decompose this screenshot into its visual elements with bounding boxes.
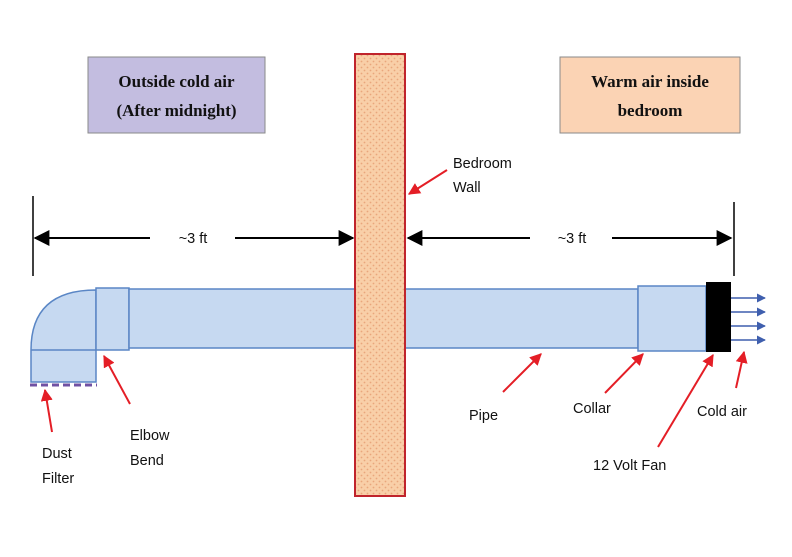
fan — [706, 282, 731, 352]
outside-pipe — [128, 288, 356, 349]
dust-filter-pointer — [40, 388, 53, 433]
pipe-label: Pipe — [469, 408, 498, 424]
collar — [637, 285, 707, 352]
collar-label: Collar — [573, 401, 611, 417]
cold-air-label: Cold air — [697, 404, 747, 420]
fan-label: 12 Volt Fan — [593, 458, 666, 474]
pipe — [404, 288, 639, 349]
outside-air-line2: (After midnight) — [116, 101, 236, 120]
elbow-pointer — [103, 354, 131, 405]
fan-pointer — [657, 353, 714, 448]
elbow-label-line1: Elbow — [130, 428, 170, 444]
wall-pointer — [407, 169, 448, 195]
outside-air-box: Outside cold air (After midnight) — [87, 56, 266, 134]
labels: Bedroom Wall Dust Filter Elbow Bend Pipe… — [42, 156, 747, 487]
collar-pointer — [604, 353, 644, 394]
wall-label-line1: Bedroom — [453, 156, 512, 172]
inside-air-line1: Warm air inside — [591, 72, 709, 91]
right-dimension-label: ~3 ft — [558, 231, 587, 247]
inside-air-box: Warm air inside bedroom — [559, 56, 741, 134]
outside-air-line1: Outside cold air — [118, 72, 235, 91]
cold-air-pointer — [735, 350, 748, 389]
elbow-bend — [30, 289, 97, 383]
pipe-pointer — [502, 353, 542, 393]
dust-filter-label-line1: Dust — [42, 446, 72, 462]
wall-label-line2: Wall — [453, 180, 481, 196]
bedroom-wall — [354, 53, 406, 497]
left-dimension-label: ~3 ft — [179, 231, 208, 247]
dust-filter-label-line2: Filter — [42, 471, 74, 487]
elbow-collar — [95, 287, 130, 351]
air-flow-arrows — [731, 293, 766, 345]
pipe-system — [30, 282, 731, 387]
inside-air-line2: bedroom — [618, 101, 683, 120]
dimension-markers: ~3 ft ~3 ft — [32, 196, 735, 276]
elbow-label-line2: Bend — [130, 453, 164, 469]
callout-arrows — [40, 169, 748, 448]
